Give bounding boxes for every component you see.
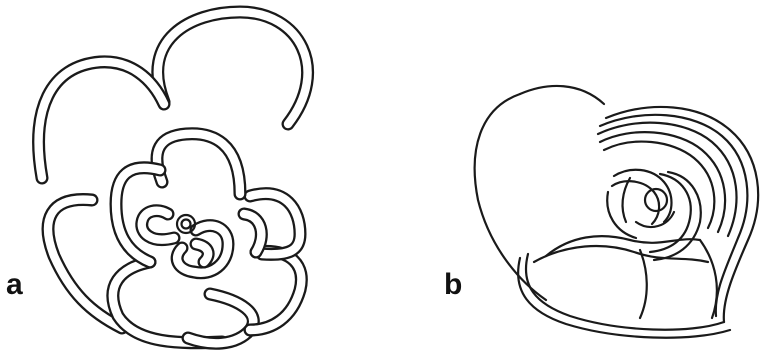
panel-b-label: b — [444, 270, 462, 300]
panel-a-label: a — [6, 270, 23, 300]
panel-a-drawing — [39, 12, 308, 343]
panel-b-drawing — [475, 86, 758, 338]
